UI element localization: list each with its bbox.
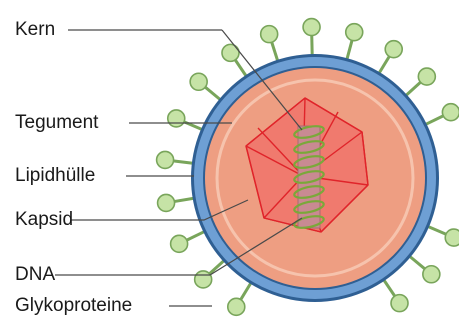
- glycoprotein-head: [158, 194, 175, 211]
- label-kern: Kern: [15, 20, 55, 39]
- glycoprotein-head: [171, 235, 188, 252]
- glycoprotein-head: [303, 19, 320, 36]
- glycoprotein-head: [418, 68, 435, 85]
- glycoprotein-stalk: [235, 59, 247, 76]
- glycoprotein-stalk: [425, 116, 444, 125]
- glycoprotein-head: [261, 26, 278, 43]
- glycoprotein-stalk: [379, 56, 390, 74]
- glycoprotein-stalk: [186, 231, 205, 240]
- glycoprotein-head: [157, 151, 174, 168]
- label-tegument: Tegument: [15, 113, 98, 132]
- glycoprotein-stalk: [383, 279, 395, 296]
- glycoprotein-head: [168, 110, 185, 127]
- glycoprotein-head: [445, 229, 459, 246]
- glycoprotein-head: [228, 298, 245, 315]
- label-glykoproteine: Glykoproteine: [15, 296, 132, 315]
- glycoprotein-stalk: [174, 198, 195, 201]
- glycoprotein-head: [391, 295, 408, 312]
- glycoprotein-head: [190, 73, 207, 90]
- label-kapsid: Kapsid: [15, 210, 73, 229]
- glycoprotein-head: [195, 271, 212, 288]
- glycoprotein-stalk: [272, 42, 278, 62]
- glycoprotein-head: [346, 24, 363, 41]
- glycoprotein-stalk: [205, 87, 221, 100]
- glycoprotein-stalk: [240, 282, 251, 300]
- label-dna: DNA: [15, 265, 55, 284]
- glycoprotein-stalk: [405, 82, 421, 96]
- glycoprotein-head: [222, 44, 239, 61]
- glycoprotein-stalk: [173, 161, 194, 164]
- glycoprotein-stalk: [409, 256, 425, 269]
- glycoprotein-head: [442, 104, 459, 121]
- glycoprotein-head: [385, 41, 402, 58]
- glycoprotein-stalk: [347, 40, 352, 60]
- label-lipidhuelle: Lipidhülle: [15, 166, 95, 185]
- glycoprotein-head: [423, 266, 440, 283]
- glycoprotein-stalk: [427, 226, 446, 234]
